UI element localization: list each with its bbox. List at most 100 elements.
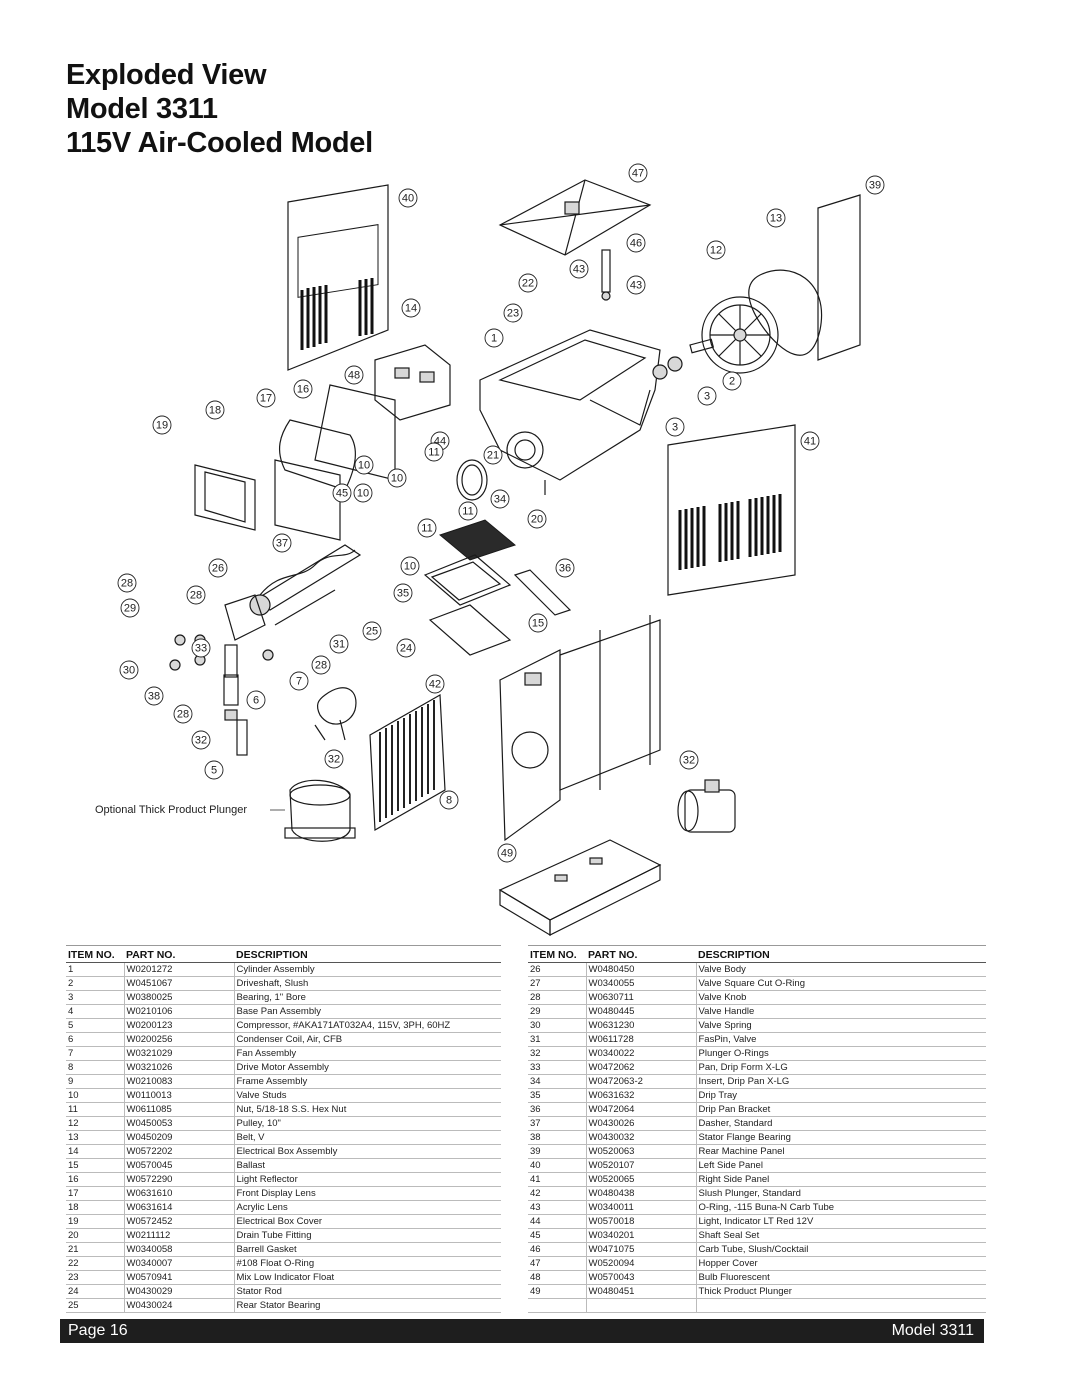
item-no-cell: 20 — [66, 1228, 125, 1243]
description-cell: Mix Low Indicator Float — [234, 1270, 501, 1285]
callout-11: 11 — [458, 501, 478, 521]
header-description: DESCRIPTION — [234, 945, 501, 963]
svg-text:28: 28 — [190, 590, 202, 602]
part-no-cell: W0572452 — [124, 1214, 235, 1229]
callout-12: 12 — [706, 240, 726, 260]
part-no-cell: W0340055 — [586, 976, 697, 991]
exploded-view-diagram: Optional Thick Product Plunger 474039134… — [95, 163, 885, 937]
callout-20: 20 — [527, 509, 547, 529]
callout-35: 35 — [393, 583, 413, 603]
part-no-cell: W0611728 — [586, 1032, 697, 1047]
item-no-cell: 39 — [528, 1144, 587, 1159]
description-cell: Carb Tube, Slush/Cocktail — [696, 1242, 986, 1257]
footer-model: Model 3311 — [891, 1322, 974, 1339]
callout-6: 6 — [246, 690, 266, 710]
item-no-cell: 2 — [66, 976, 125, 991]
description-cell: Drain Tube Fitting — [234, 1228, 501, 1243]
svg-text:3: 3 — [704, 391, 710, 403]
svg-text:8: 8 — [446, 795, 452, 807]
callout-48: 48 — [344, 365, 364, 385]
svg-text:47: 47 — [632, 168, 644, 180]
part-no-cell: W0450053 — [124, 1116, 235, 1131]
part-no-cell: W0570045 — [124, 1158, 235, 1173]
callout-5: 5 — [204, 760, 224, 780]
callout-41: 41 — [800, 431, 820, 451]
valve-assembly — [169, 594, 274, 756]
description-cell: Fan Assembly — [234, 1046, 501, 1061]
svg-text:29: 29 — [124, 603, 136, 615]
svg-text:42: 42 — [429, 679, 441, 691]
item-no-cell: 25 — [66, 1298, 125, 1313]
barrel-gasket — [456, 459, 488, 501]
callout-21: 21 — [483, 445, 503, 465]
base-pan — [498, 839, 662, 937]
part-no-cell: W0520065 — [586, 1172, 697, 1187]
callout-19: 19 — [152, 415, 172, 435]
description-cell — [696, 1298, 986, 1313]
description-cell: Driveshaft, Slush — [234, 976, 501, 991]
item-no-cell: 14 — [66, 1144, 125, 1159]
part-no-cell: W0321026 — [124, 1060, 235, 1075]
part-no-cell: W0472063-2 — [586, 1074, 697, 1089]
item-no-cell: 6 — [66, 1032, 125, 1047]
item-no-cell: 19 — [66, 1214, 125, 1229]
part-no-cell: W0520094 — [586, 1256, 697, 1271]
svg-text:28: 28 — [121, 578, 133, 590]
part-no-cell: W0520107 — [586, 1158, 697, 1173]
svg-text:5: 5 — [211, 765, 217, 777]
description-cell: Stator Rod — [234, 1284, 501, 1299]
item-no-cell: 46 — [528, 1242, 587, 1257]
header-description: DESCRIPTION — [696, 945, 986, 963]
svg-text:11: 11 — [428, 447, 439, 459]
svg-text:30: 30 — [123, 665, 135, 677]
svg-text:10: 10 — [404, 561, 416, 573]
svg-text:43: 43 — [573, 264, 585, 276]
svg-text:6: 6 — [253, 695, 259, 707]
item-no-cell: 40 — [528, 1158, 587, 1173]
description-cell: Slush Plunger, Standard — [696, 1186, 986, 1201]
item-no-cell: 3 — [66, 990, 125, 1005]
svg-text:28: 28 — [315, 660, 327, 672]
callout-43: 43 — [626, 275, 646, 295]
callout-17: 17 — [256, 388, 276, 408]
callout-3: 3 — [665, 417, 685, 437]
header-item-no: ITEM NO. — [66, 945, 124, 963]
description-cell: Barrell Gasket — [234, 1242, 501, 1257]
item-no-cell: 7 — [66, 1046, 125, 1061]
hopper-cover — [498, 179, 652, 256]
compressor — [284, 779, 356, 842]
item-no-cell: 11 — [66, 1102, 125, 1117]
description-cell: Rear Stator Bearing — [234, 1298, 501, 1313]
svg-text:37: 37 — [276, 538, 288, 550]
item-no-cell: 37 — [528, 1116, 587, 1131]
part-no-cell: W0340058 — [124, 1242, 235, 1257]
description-cell: Nut, 5/18-18 S.S. Hex Nut — [234, 1102, 501, 1117]
page-footer: Page 16 Model 3311 — [60, 1319, 984, 1343]
item-no-cell: 21 — [66, 1242, 125, 1257]
description-cell: #108 Float O-Ring — [234, 1256, 501, 1271]
part-no-cell: W0480450 — [586, 962, 697, 977]
part-no-cell: W0480438 — [586, 1186, 697, 1201]
item-no-cell — [528, 1298, 587, 1313]
plunger-note: Optional Thick Product Plunger — [95, 804, 247, 816]
item-no-cell: 44 — [528, 1214, 587, 1229]
callout-11: 11 — [424, 442, 444, 462]
description-cell: Dasher, Standard — [696, 1116, 986, 1131]
description-cell: Light Reflector — [234, 1172, 501, 1187]
svg-text:22: 22 — [522, 278, 534, 290]
